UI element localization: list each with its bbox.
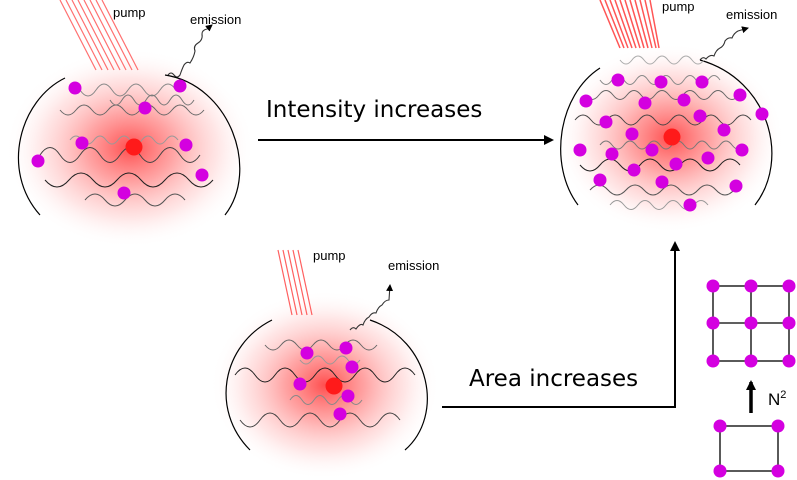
emission-photon: [699, 26, 749, 61]
mirror-right: [699, 59, 773, 206]
photon-paths: [39, 83, 214, 207]
mirror-left: [225, 319, 273, 451]
emission-photon: [167, 24, 213, 78]
pump-label: pump: [113, 5, 146, 20]
emission-label: emission: [190, 12, 241, 27]
emitters: [573, 73, 769, 212]
pump-beam: [59, 0, 139, 71]
lattice-3x3: [706, 279, 796, 368]
mirror-right: [164, 74, 241, 216]
center-emitter: [125, 138, 143, 156]
emission-label: emission: [388, 258, 439, 273]
area-arrow: [442, 241, 680, 408]
pump-label: pump: [313, 248, 346, 263]
emitters: [293, 341, 359, 421]
cavity-small-intensity: pump emission: [5, 0, 255, 248]
mirror-right: [369, 319, 428, 451]
emission-label: emission: [726, 7, 777, 22]
mirror-left: [17, 77, 66, 216]
cavity-small-area: pump emission: [210, 248, 440, 480]
center-emitter: [663, 128, 681, 146]
area-increases-label: Area increases: [469, 366, 638, 392]
cavity-high-intensity: pump emission: [555, 0, 785, 233]
mirror-left: [560, 67, 601, 206]
center-emitter: [325, 377, 343, 395]
emitters: [31, 79, 209, 200]
pump-label: pump: [662, 0, 695, 14]
lattice-2x2: [713, 419, 785, 478]
photon-paths: [234, 339, 416, 428]
pump-beam: [599, 0, 660, 49]
intensity-increases-label: Intensity increases: [266, 97, 482, 123]
glow-halo: [210, 290, 440, 480]
pump-beam: [277, 249, 313, 316]
emission-photon: [349, 284, 394, 331]
n-squared-label: N2: [768, 389, 786, 409]
